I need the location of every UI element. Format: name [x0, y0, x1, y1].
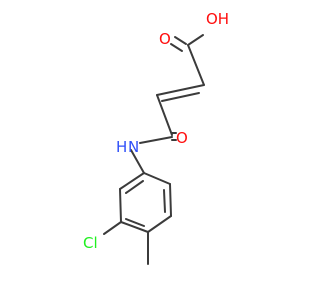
ring-inner-bond-1	[163, 189, 166, 213]
molecule-structure-diagram: OH O O H N Cl	[83, 10, 229, 265]
atom-label-chlorine: Cl	[83, 234, 98, 252]
ring-bond-5	[119, 188, 122, 223]
atom-label-amide-h: H	[116, 138, 127, 156]
bond-n-c5	[130, 149, 145, 174]
bond-c1-o-double-a	[174, 36, 187, 45]
ring-inner-bond-2	[125, 218, 145, 227]
ring-bond-3	[147, 215, 172, 233]
atom-label-acid-carbonyl-o: O	[159, 30, 171, 48]
ring-inner-bond-3	[125, 180, 144, 194]
bond-c1-c2	[187, 44, 205, 86]
ring-bond-2	[169, 183, 172, 217]
ring-bond-4	[120, 221, 149, 233]
bond-c1-o-double-b	[170, 43, 183, 52]
bond-c2-c3	[156, 84, 205, 96]
atom-label-amide-n: N	[128, 138, 139, 156]
ring-bond-1	[143, 172, 171, 185]
bond-ring-cl	[103, 221, 122, 235]
bond-c4-n	[139, 136, 173, 144]
atom-label-amide-carbonyl-o: O	[176, 129, 188, 147]
bond-c3-c4	[156, 94, 173, 136]
bond-c2-c3-double	[161, 92, 200, 102]
ring-bond-6	[119, 172, 145, 190]
bond-c1-oh	[187, 34, 204, 46]
atom-label-oh: OH	[206, 10, 229, 28]
molecule-svg: OH O O H N Cl	[83, 10, 229, 265]
